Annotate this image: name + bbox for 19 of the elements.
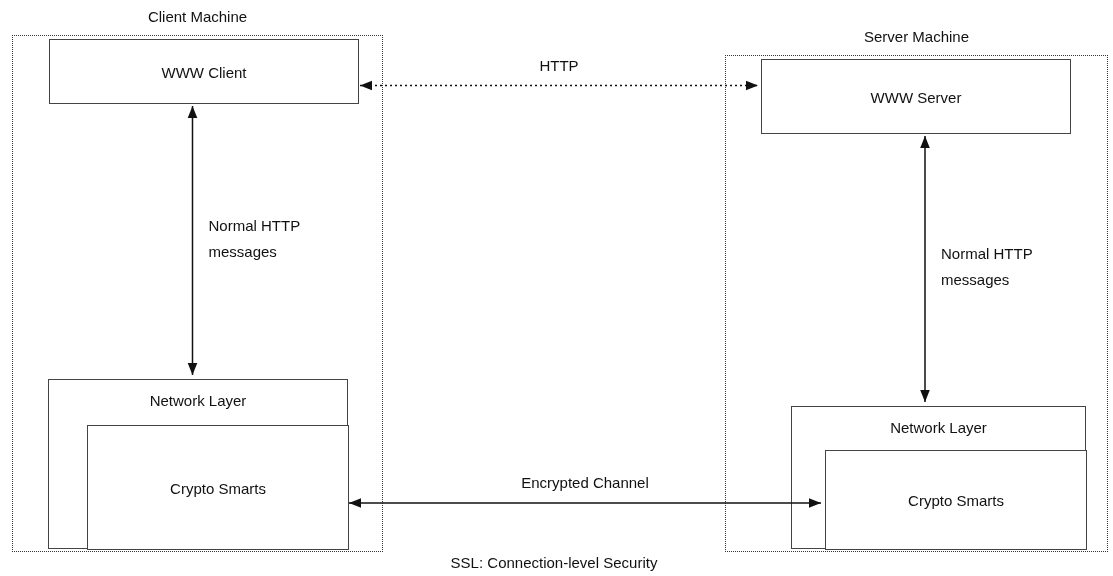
component-box [761,59,1071,134]
box-label: Crypto Smarts [908,491,1004,509]
layer-box [791,406,1086,549]
caption: SSL: Connection-level Security [450,554,658,571]
double-arrow [359,80,759,91]
component-box [825,450,1087,550]
machine-title: Client Machine [147,8,248,25]
box-label: Network Layer [890,419,987,436]
box-label: Crypto Smarts [170,479,266,496]
box-label: WWW Server [870,88,962,105]
box-label: Network Layer [149,392,247,409]
double-arrow [348,498,822,508]
machine-title: Server Machine [864,28,969,45]
component-box [49,39,359,104]
double-arrow [187,105,198,376]
component-box [87,425,349,550]
box-label: WWW Client [161,63,247,80]
double-arrow [920,135,930,403]
layer-box [48,379,348,549]
